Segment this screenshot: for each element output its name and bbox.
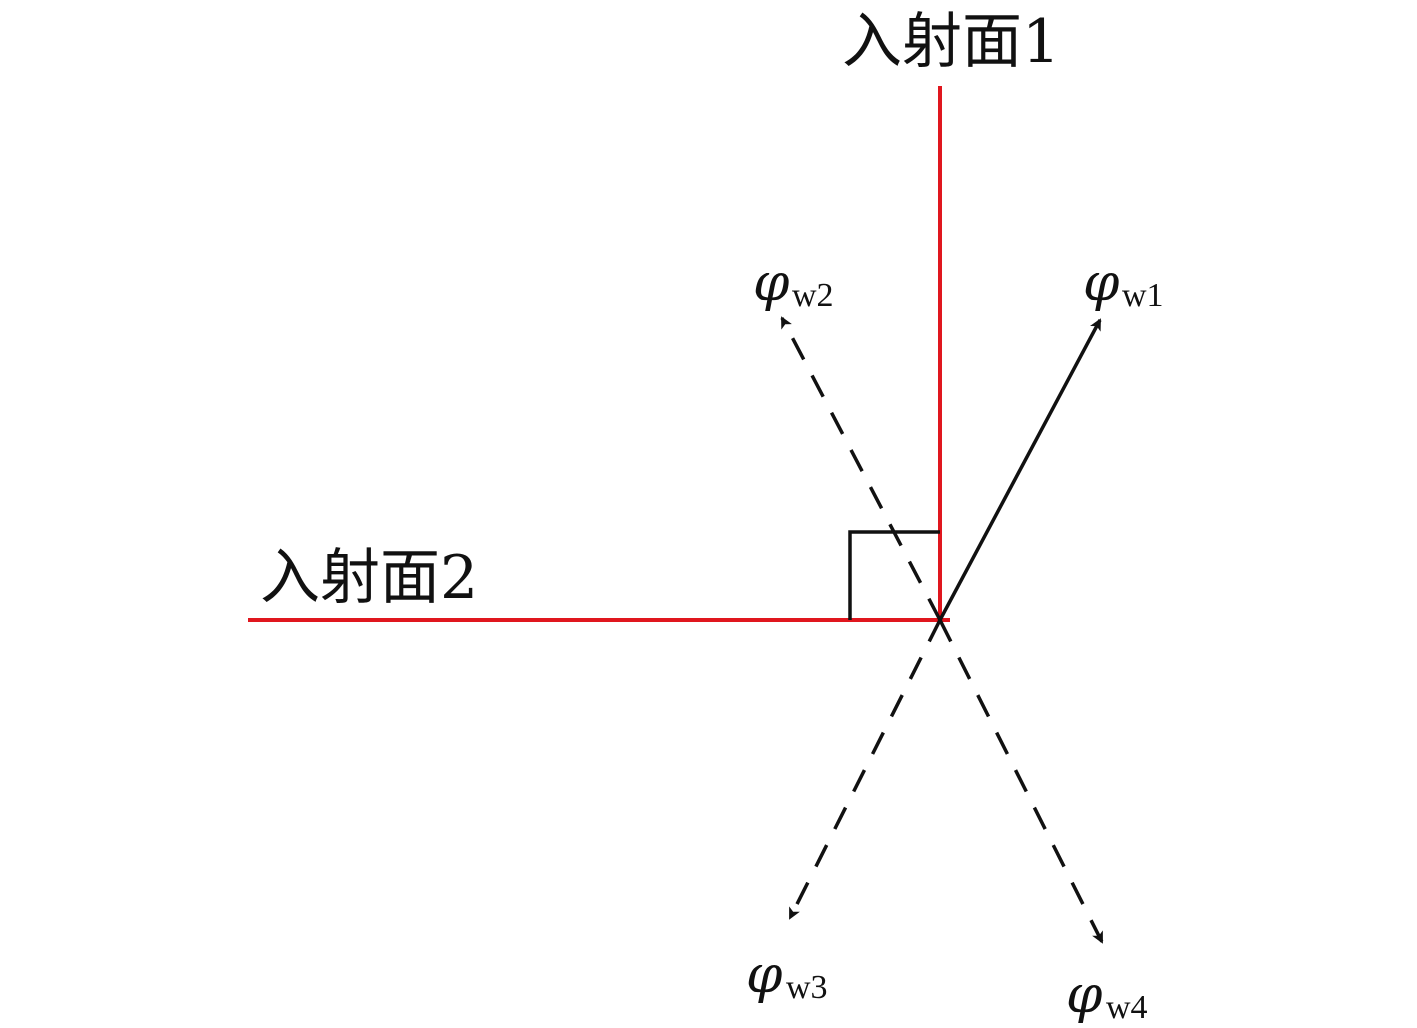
label-w1-subscript: w1	[1122, 277, 1164, 314]
label-w4-subscript: w4	[1106, 989, 1148, 1026]
label-w2-subscript: w2	[792, 277, 834, 314]
right-angle-marker	[848, 530, 940, 620]
vector-w4-arrow	[938, 619, 1104, 944]
plane-2-label: 入射面2	[260, 543, 478, 613]
vector-w1-arrow	[938, 318, 1102, 621]
label-w2-symbol: φ	[753, 253, 790, 313]
label-w2: φ w2	[753, 253, 834, 314]
vector-w2-arrow	[780, 316, 942, 621]
label-w1-symbol: φ	[1083, 253, 1120, 313]
label-w1: φ w1	[1083, 253, 1164, 314]
label-w3: φ w3	[746, 945, 828, 1006]
vector-w3-arrow	[788, 619, 942, 920]
label-w4-symbol: φ	[1066, 965, 1103, 1025]
label-w4: φ w4	[1066, 965, 1148, 1026]
label-w3-subscript: w3	[786, 969, 828, 1006]
plane-1-label: 入射面1	[842, 7, 1060, 77]
label-w3-symbol: φ	[746, 945, 783, 1005]
